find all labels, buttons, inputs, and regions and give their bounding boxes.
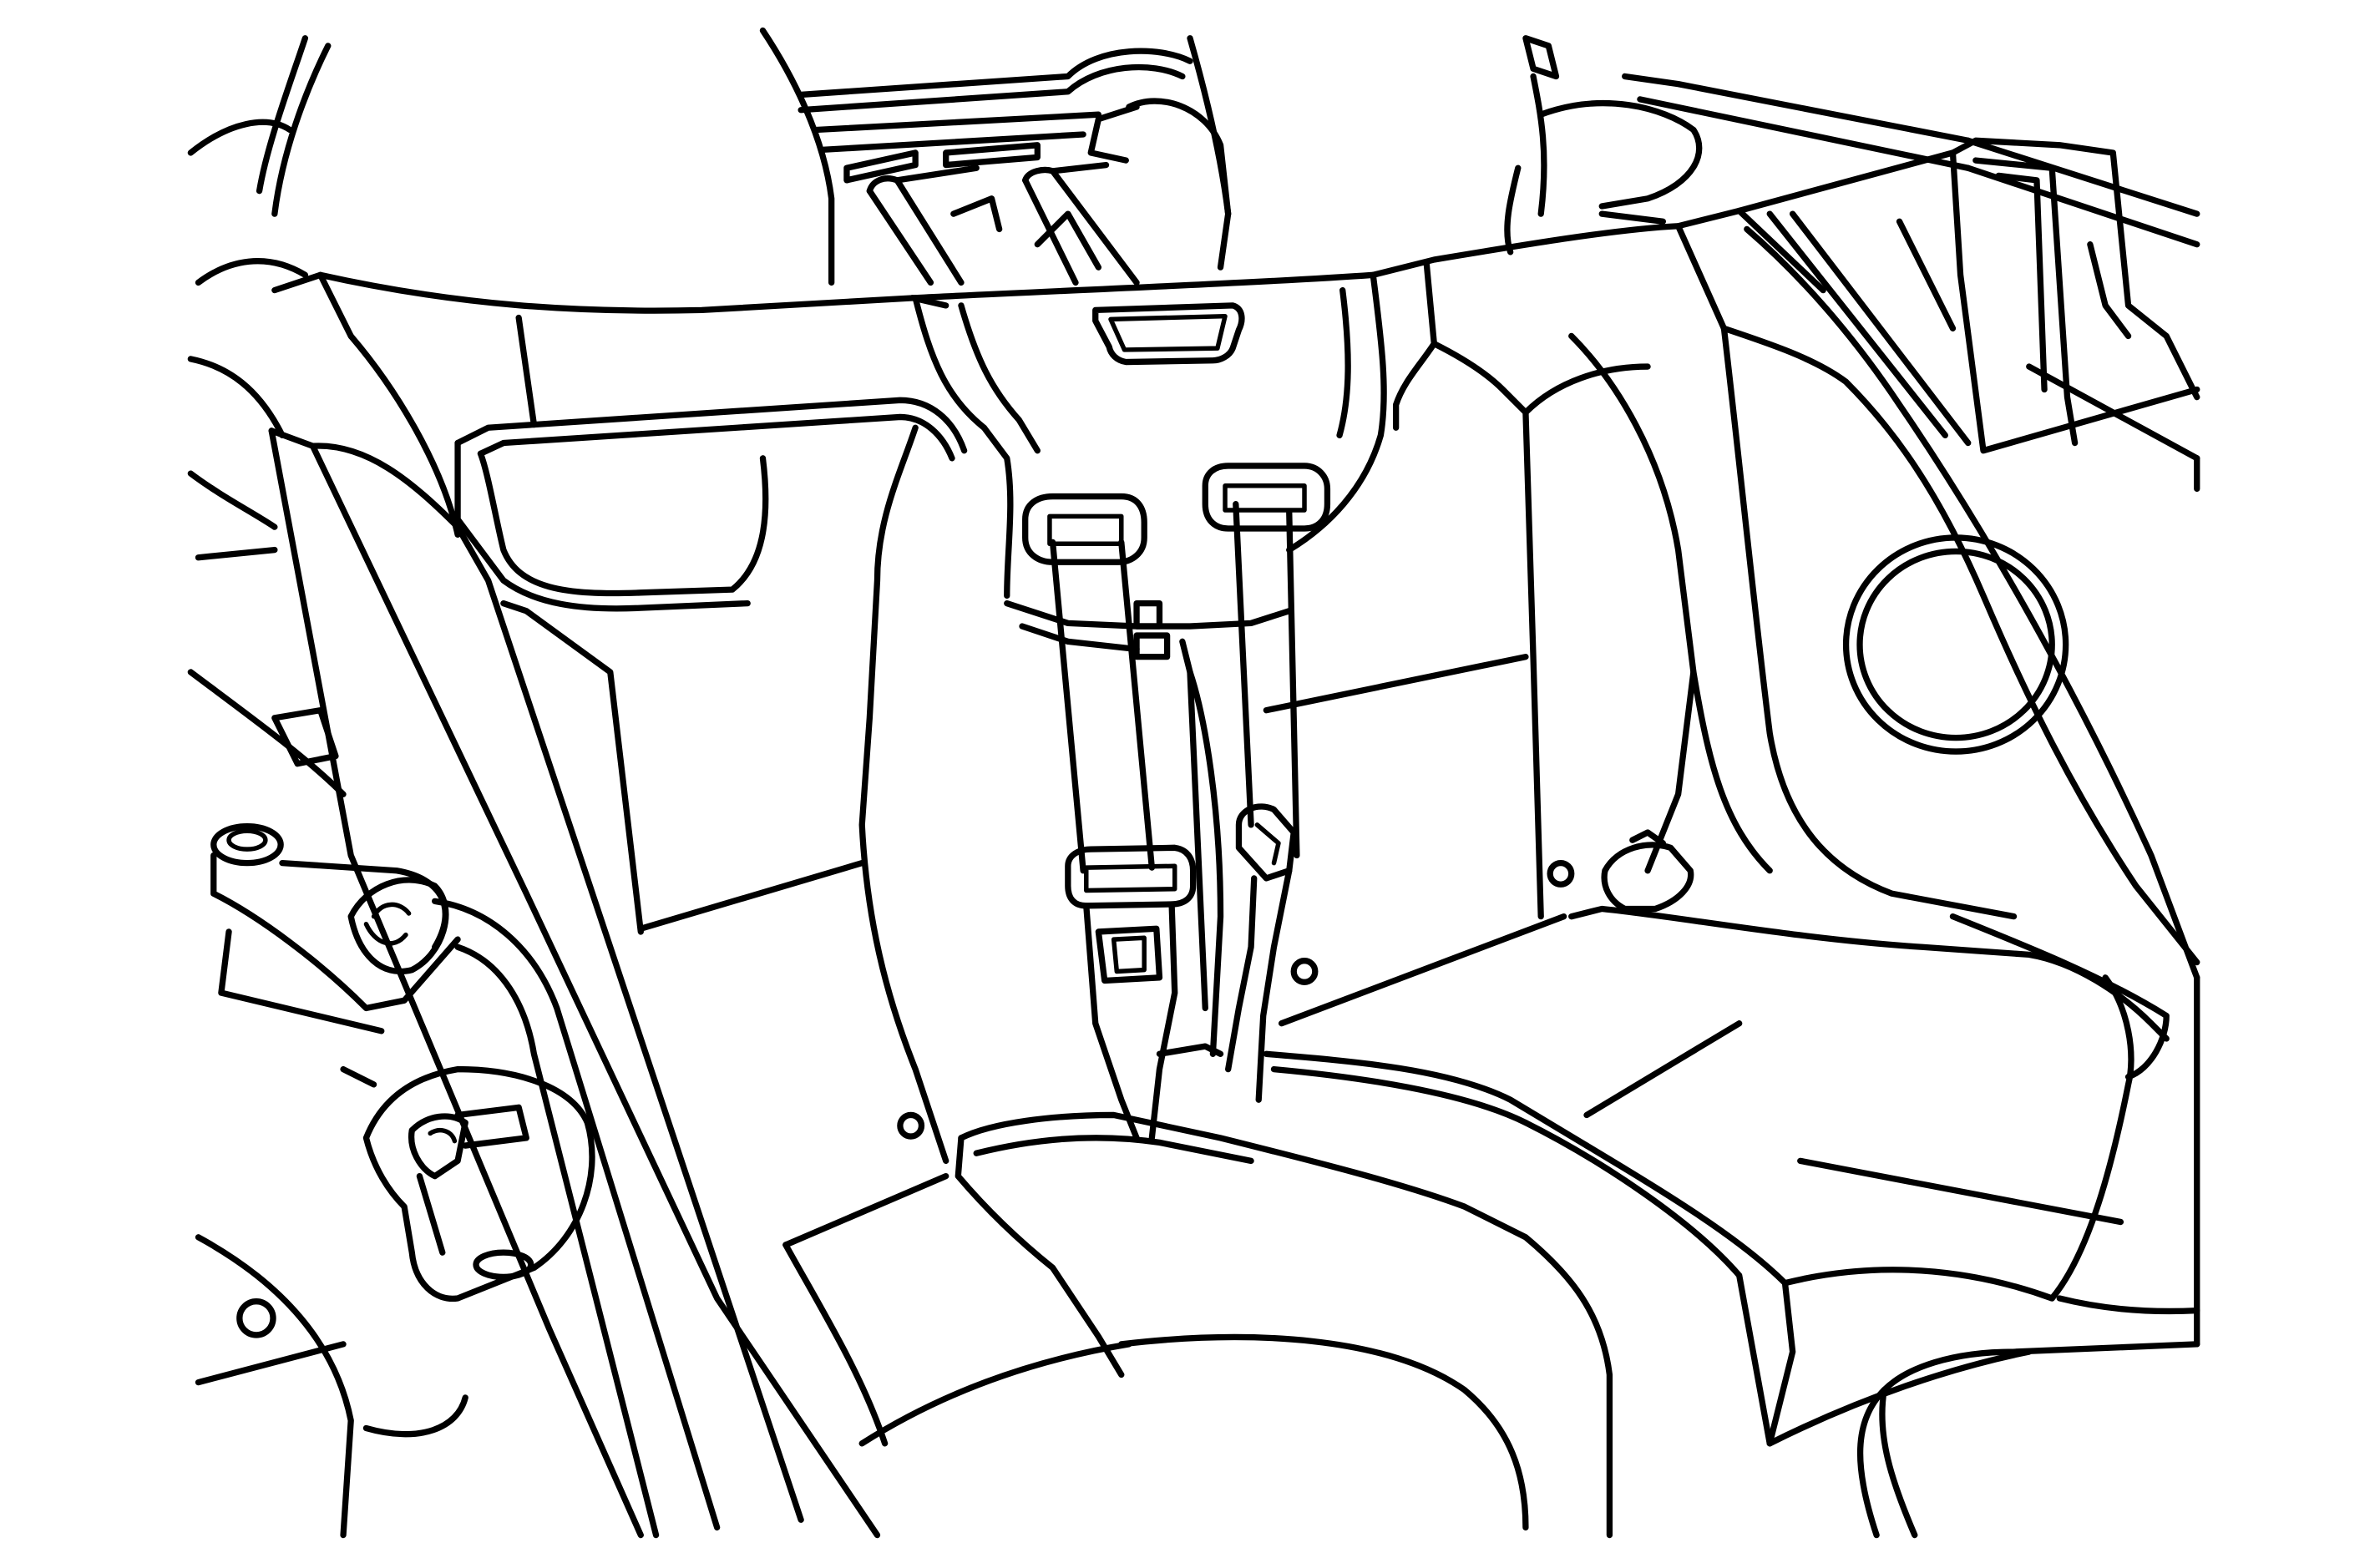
left-roof-trim	[187, 35, 347, 797]
center-seatback-top	[912, 271, 1387, 599]
left-b-pillar	[268, 427, 881, 1539]
right-side-trim	[1720, 225, 2200, 981]
top-belt-tethers	[843, 98, 1232, 286]
center-belts	[1004, 501, 1300, 1141]
left-door-lower	[195, 1065, 468, 1539]
upper-cross-member	[271, 207, 1826, 612]
right-belt-buckle	[1601, 829, 1694, 913]
left-belt-webbing	[432, 898, 721, 1539]
left-upper-belt-anchor	[210, 823, 461, 1034]
front-seat-corner	[1857, 974, 2200, 1539]
rear-window-top	[759, 27, 1232, 286]
right-rear-trim-panel	[1736, 137, 2200, 493]
seat-cushions	[782, 905, 2170, 1539]
left-seatback	[500, 424, 949, 1248]
right-seatback	[1263, 332, 1773, 1027]
left-lower-belt-guide	[362, 1065, 595, 1302]
right-upper-pillar	[1504, 35, 2200, 255]
center-belt-guides	[1022, 463, 1331, 565]
